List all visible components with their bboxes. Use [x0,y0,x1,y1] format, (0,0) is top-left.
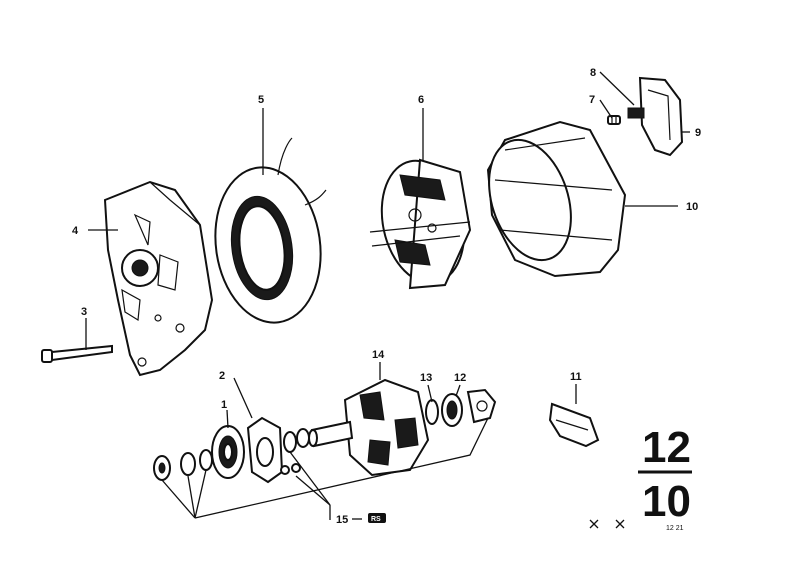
part-2-cover-plate[interactable] [246,416,284,484]
part-11-bracket[interactable] [548,402,600,448]
leader-lines [85,71,690,520]
callout-3: 3 [81,306,87,318]
group-number-bottom: 10 [642,477,691,526]
callout-9: 9 [695,127,701,139]
part-5-stator[interactable] [206,137,331,329]
callout-15: 15 [336,514,348,526]
part-4-drive-end-housing[interactable] [103,180,214,377]
callout-6: 6 [418,94,424,106]
part-13-washer[interactable] [425,399,439,425]
callout-11: 11 [570,371,582,383]
callout-2: 2 [219,370,225,382]
corner-marks: 12 21 [589,519,684,532]
part-6-rectifier-plate[interactable] [369,153,475,291]
callout-8: 8 [590,67,596,79]
callout-1: 1 [221,399,227,411]
rs-badge [368,513,386,523]
part-14-rotor[interactable] [308,378,430,477]
callout-10: 10 [686,201,698,213]
callout-14: 14 [372,349,385,361]
corner-code: 12 21 [666,525,684,532]
part-12-bearing-plate[interactable] [466,388,497,424]
part-1-bearing[interactable] [211,425,245,479]
part-3-through-bolt[interactable] [41,344,113,363]
callout-4: 4 [72,225,79,237]
part-12-bearing[interactable] [441,393,463,427]
rs-badge-label: RS [371,516,381,523]
part-7-screw[interactable] [607,115,621,125]
group-number: 12 10 [638,423,692,526]
callout-7: 7 [589,94,595,106]
part-10-cover[interactable] [475,120,627,278]
group-number-top: 12 [642,423,691,472]
callout-12: 12 [454,372,466,384]
callout-labels: 4 3 5 6 8 7 9 10 14 13 12 11 2 1 15 RS [72,67,701,526]
part-8-regulator[interactable] [627,76,684,157]
callout-13: 13 [420,372,432,384]
callout-5: 5 [258,94,264,106]
